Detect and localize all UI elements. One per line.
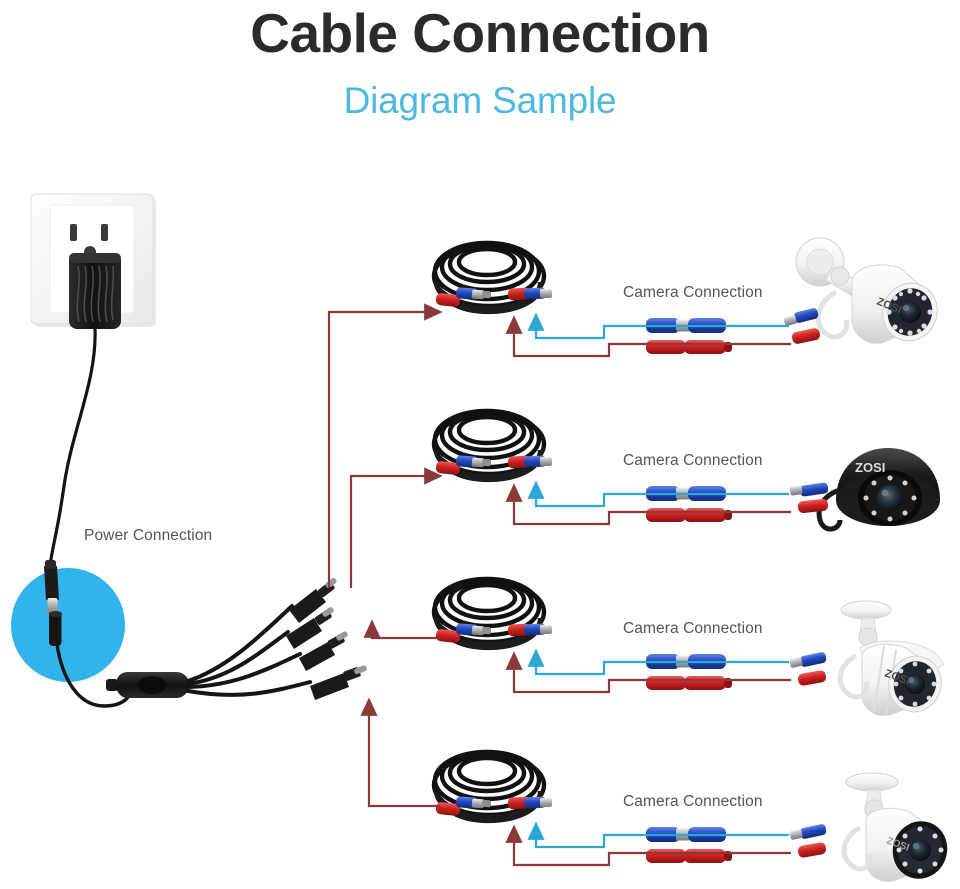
splitter-plug-1 [289,577,337,623]
camera-connection-label-1: Camera Connection [623,284,763,301]
mid-connectors-2 [646,486,732,522]
cable-coil-1 [431,240,553,315]
splitter-plug-4 [310,665,367,700]
power-routing-arrows [327,303,443,808]
arrow-power-4 [360,697,440,808]
camera-arrows-1 [505,312,791,358]
camera-arrows-2 [505,480,791,526]
cable-coil-4 [431,749,553,824]
power-connection-label: Power Connection [84,527,213,544]
cable-end-right-4 [507,796,553,810]
camera-connection-label-3: Camera Connection [623,620,763,637]
camera-2-black-dome: ZOSI [789,448,940,532]
svg-text:ZOSI: ZOSI [883,668,911,688]
cable-end-left-2 [435,455,492,475]
splitter-plug-2 [286,607,334,649]
cable-coil-3 [431,576,553,651]
svg-text:ZOSI: ZOSI [855,460,885,475]
cable-coil-2 [431,408,553,483]
camera-arrows-4 [505,821,791,867]
camera-2-pigtail-connectors [789,482,829,514]
svg-text:ZOSI: ZOSI [875,296,903,317]
page-title: Cable Connection [250,2,710,64]
camera-1-pigtail-connectors [783,308,821,344]
camera-4-white-bullet: ZOSI [789,772,948,882]
cable-end-left-4 [435,796,492,816]
cable-end-right-3 [507,623,553,637]
mid-connectors-3 [646,654,732,690]
mid-connectors-4 [646,827,732,863]
camera-1-white-bullet: ZOSI [783,237,938,344]
cable-end-right-1 [507,287,553,301]
power-connection-highlight [11,568,125,682]
splitter-plug-3 [299,631,348,671]
arrow-power-3 [363,619,440,640]
camera-3-pigtail-connectors [789,652,827,686]
power-splitter-group [106,577,367,700]
power-connector-joint [44,560,132,708]
camera-3-white-bullet: ZOSI [789,600,945,717]
wall-outlet-group [30,193,156,329]
arrow-power-2 [349,467,443,588]
camera-connection-label-2: Camera Connection [623,452,763,469]
cable-end-right-2 [507,455,553,469]
cable-end-left-3 [435,623,492,643]
arrow-power-1 [327,303,443,588]
cable-end-left-1 [435,287,492,307]
mid-connectors-1 [646,318,732,354]
page-subtitle: Diagram Sample [343,80,617,121]
camera-4-pigtail-connectors [789,824,827,858]
camera-arrows-3 [505,648,791,694]
svg-text:ZOSI: ZOSI [885,835,911,853]
camera-connection-label-4: Camera Connection [623,793,763,810]
